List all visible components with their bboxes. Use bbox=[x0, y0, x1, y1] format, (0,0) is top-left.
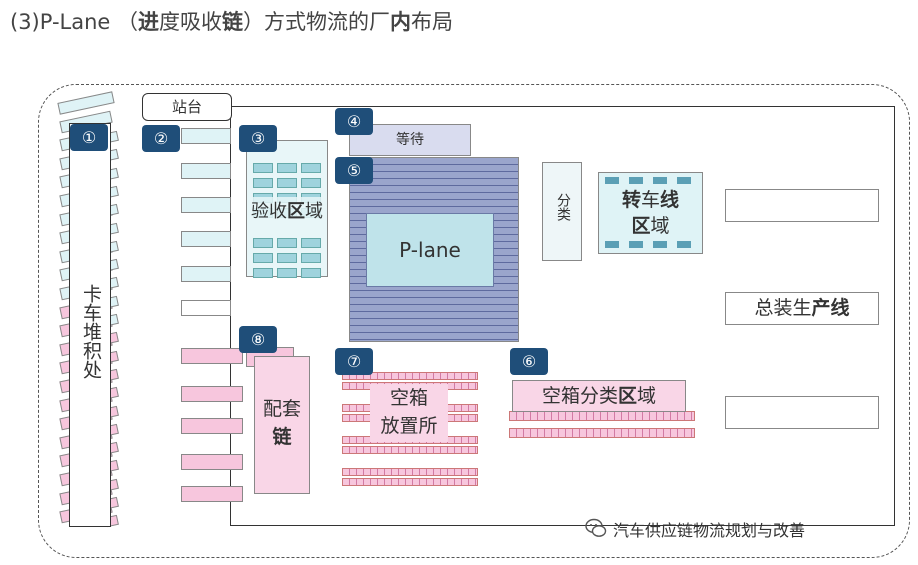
inspection-cell bbox=[253, 163, 273, 173]
site-boundary bbox=[38, 84, 910, 558]
inspection-cell bbox=[277, 268, 297, 278]
dock-slot bbox=[181, 266, 231, 282]
transfer-area: 转车线 区域 bbox=[598, 172, 703, 254]
dock-slot bbox=[181, 300, 231, 316]
inspection-cell bbox=[301, 238, 321, 248]
badge-6: ⑥ bbox=[510, 348, 548, 375]
waiting-area: 等待 bbox=[349, 124, 471, 156]
dock-slot bbox=[181, 348, 243, 364]
badge-1: ① bbox=[70, 124, 108, 151]
station-label: 站台 bbox=[142, 93, 232, 121]
empty-storage-strip bbox=[342, 372, 478, 380]
transfer-cell bbox=[653, 241, 667, 248]
badge-5: ⑤ bbox=[335, 157, 373, 184]
badge-3: ③ bbox=[239, 125, 277, 152]
dock-slot bbox=[181, 197, 231, 213]
badge-2: ② bbox=[142, 125, 180, 152]
assembly-box-bottom bbox=[725, 396, 879, 429]
transfer-cell bbox=[653, 177, 667, 184]
kitting-area: 配套链 bbox=[254, 356, 310, 494]
empty-storage-strip bbox=[342, 468, 478, 476]
inspection-cell bbox=[253, 268, 273, 278]
dock-slot bbox=[181, 231, 231, 247]
watermark: 汽车供应链物流规划与改善 bbox=[585, 516, 885, 540]
dock-slot bbox=[181, 386, 243, 402]
transfer-cell bbox=[677, 241, 691, 248]
inspection-cell bbox=[253, 253, 273, 263]
inspection-cell bbox=[253, 178, 273, 188]
assembly-line: 总装生产线 bbox=[725, 292, 879, 325]
inspection-label: 验收区域 bbox=[247, 197, 327, 223]
wechat-icon bbox=[585, 517, 607, 539]
inspection-cell bbox=[301, 163, 321, 173]
inspection-cell bbox=[301, 253, 321, 263]
transfer-cell bbox=[605, 241, 619, 248]
transfer-cell bbox=[677, 177, 691, 184]
badge-7: ⑦ bbox=[335, 348, 373, 375]
empty-sort-strip-1 bbox=[509, 411, 695, 421]
empty-storage-strip bbox=[342, 446, 478, 454]
truck-area: 卡车堆积处 bbox=[69, 123, 111, 527]
inspection-cell bbox=[253, 238, 273, 248]
empty-storage-label: 空箱放置所 bbox=[370, 384, 448, 442]
inspection-cell bbox=[301, 178, 321, 188]
inspection-cell bbox=[277, 163, 297, 173]
inspection-area: 验收区域 bbox=[246, 140, 328, 278]
transfer-label: 转车线 区域 bbox=[621, 189, 680, 237]
empty-sort-area: 空箱分类区域 bbox=[512, 380, 686, 412]
badge-8: ⑧ bbox=[239, 326, 277, 353]
transfer-cell bbox=[629, 177, 643, 184]
p-lane-label: P-lane bbox=[366, 213, 494, 287]
inspection-cell bbox=[301, 268, 321, 278]
badge-4: ④ bbox=[335, 108, 373, 135]
inspection-cell bbox=[277, 178, 297, 188]
assembly-box-top bbox=[725, 189, 879, 222]
dock-slot bbox=[181, 454, 243, 470]
sorting-label: 分类 bbox=[555, 193, 571, 221]
truck-area-label: 卡车堆积处 bbox=[80, 284, 102, 379]
dock-slot bbox=[181, 128, 231, 144]
transfer-cell bbox=[605, 177, 619, 184]
page-title: (3)P-Lane （进度吸收链）方式物流的厂内布局 bbox=[10, 10, 453, 34]
dock-slot bbox=[181, 163, 231, 179]
transfer-cell bbox=[629, 241, 643, 248]
empty-storage-strip bbox=[342, 478, 478, 486]
dock-slot bbox=[181, 418, 243, 434]
dock-slot bbox=[181, 486, 243, 502]
watermark-text: 汽车供应链物流规划与改善 bbox=[613, 521, 806, 540]
inspection-cell bbox=[277, 238, 297, 248]
sorting-area: 分类 bbox=[542, 162, 582, 261]
empty-sort-strip-2 bbox=[509, 428, 695, 438]
inspection-cell bbox=[277, 253, 297, 263]
p-lane-area: P-lane bbox=[349, 157, 519, 342]
kitting-label: 配套链 bbox=[262, 398, 301, 448]
